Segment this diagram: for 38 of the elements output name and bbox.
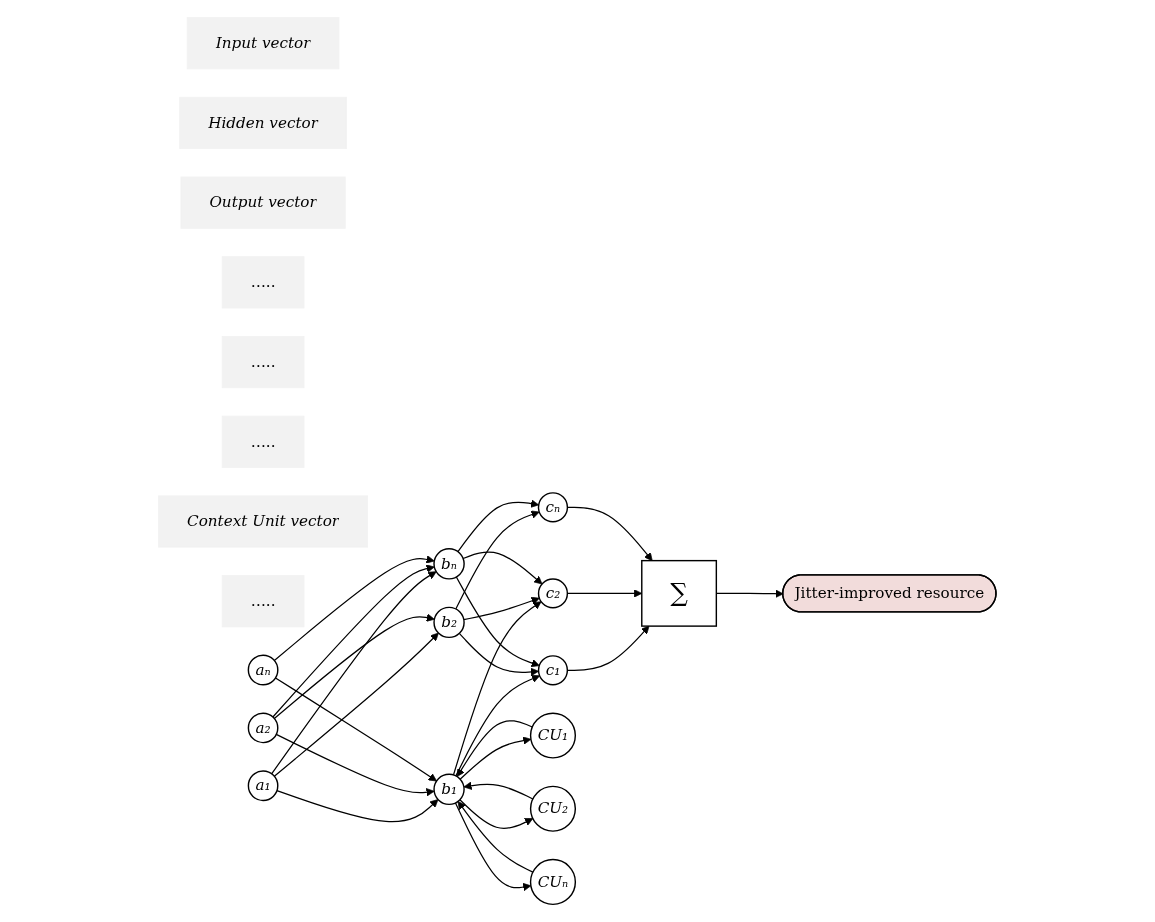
arrow xyxy=(567,589,643,598)
node-circle: cₙ xyxy=(538,492,569,523)
arrow xyxy=(459,799,534,829)
arrow xyxy=(462,551,543,585)
arrow xyxy=(275,733,435,797)
arrow xyxy=(456,720,534,777)
node-circle: CUₙ xyxy=(530,858,577,906)
node-circle: b₁ xyxy=(433,773,465,806)
arrow xyxy=(463,781,534,800)
arrow xyxy=(457,801,534,873)
node-circle: aₙ xyxy=(247,654,279,686)
arrow xyxy=(455,576,540,668)
arrow xyxy=(272,564,435,718)
node-circle: bₙ xyxy=(433,548,466,580)
node-circle: c₂ xyxy=(538,578,569,609)
arrow xyxy=(567,506,653,561)
arrow xyxy=(453,601,542,776)
node-circle: CU₁ xyxy=(530,712,577,759)
arrow xyxy=(455,674,541,777)
arrow xyxy=(567,625,650,671)
arrow xyxy=(275,677,438,782)
node-circle: c₁ xyxy=(538,655,569,686)
arrow xyxy=(271,571,437,775)
arrow xyxy=(459,736,532,780)
node-circle: CU₂ xyxy=(530,785,577,832)
arrow xyxy=(458,632,540,677)
arrow xyxy=(276,790,439,823)
arrow xyxy=(463,596,540,621)
arrow xyxy=(457,499,540,553)
arrow xyxy=(455,510,540,610)
node-circle: a₂ xyxy=(247,712,279,744)
arrow xyxy=(273,555,435,662)
arrow xyxy=(273,632,440,777)
arrow xyxy=(455,802,532,892)
node-circle: a₁ xyxy=(247,770,279,802)
node-box: ∑ xyxy=(641,559,718,627)
arrow xyxy=(273,613,435,720)
node-circle: b₂ xyxy=(433,606,465,639)
